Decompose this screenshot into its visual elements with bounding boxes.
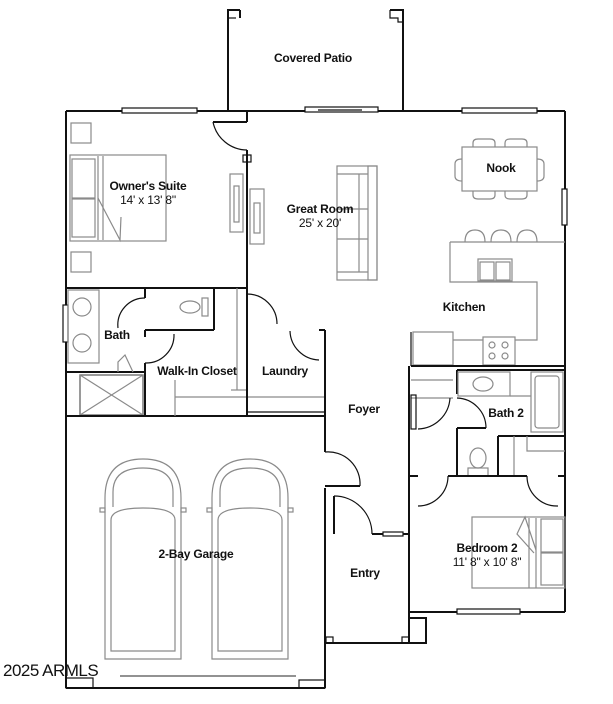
room-label-walk-in-closet: Walk-In Closet xyxy=(157,364,237,378)
owners-suite-name: Owner's Suite xyxy=(109,179,187,193)
great-room-dimensions: 25' x 20' xyxy=(298,216,342,230)
entry-walls xyxy=(325,495,427,644)
bedroom-2-name: Bedroom 2 xyxy=(456,541,518,555)
room-label-bedroom-2: Bedroom 2 11' 8" x 10' 8" xyxy=(453,541,522,569)
car-left xyxy=(99,458,187,660)
room-label-kitchen: Kitchen xyxy=(442,300,486,314)
nook-table xyxy=(454,138,545,200)
laundry-walls xyxy=(246,328,326,416)
room-label-great-room: Great Room 25' x 20' xyxy=(287,202,354,230)
covered-patio-outline xyxy=(227,9,404,110)
room-label-owners-suite: Owner's Suite 14' x 13' 8" xyxy=(110,179,187,207)
room-label-covered-patio: Covered Patio xyxy=(273,51,353,65)
room-label-entry: Entry xyxy=(350,566,380,580)
room-label-laundry: Laundry xyxy=(262,364,308,378)
kitchen-counters xyxy=(410,229,565,366)
room-label-nook: Nook xyxy=(486,161,516,175)
car-right xyxy=(206,458,294,660)
owners-suite-furniture xyxy=(69,122,265,273)
bedroom-2-walls xyxy=(409,475,566,589)
great-room-sofa xyxy=(336,165,378,281)
room-label-bath: Bath xyxy=(104,328,130,342)
bedroom-2-dimensions: 11' 8" x 10' 8" xyxy=(452,555,522,569)
copyright-watermark: 2025 ARMLS xyxy=(3,661,99,680)
bath-2-walls xyxy=(410,365,565,477)
room-label-foyer: Foyer xyxy=(348,402,380,416)
bath-walls xyxy=(66,288,325,417)
owners-suite-dimensions: 14' x 13' 8" xyxy=(120,193,176,207)
room-label-bath-2: Bath 2 xyxy=(488,406,524,420)
room-label-garage: 2-Bay Garage xyxy=(158,547,234,561)
great-room-name: Great Room xyxy=(286,202,354,216)
owners-suite-walls xyxy=(66,111,252,328)
garage xyxy=(65,416,361,689)
